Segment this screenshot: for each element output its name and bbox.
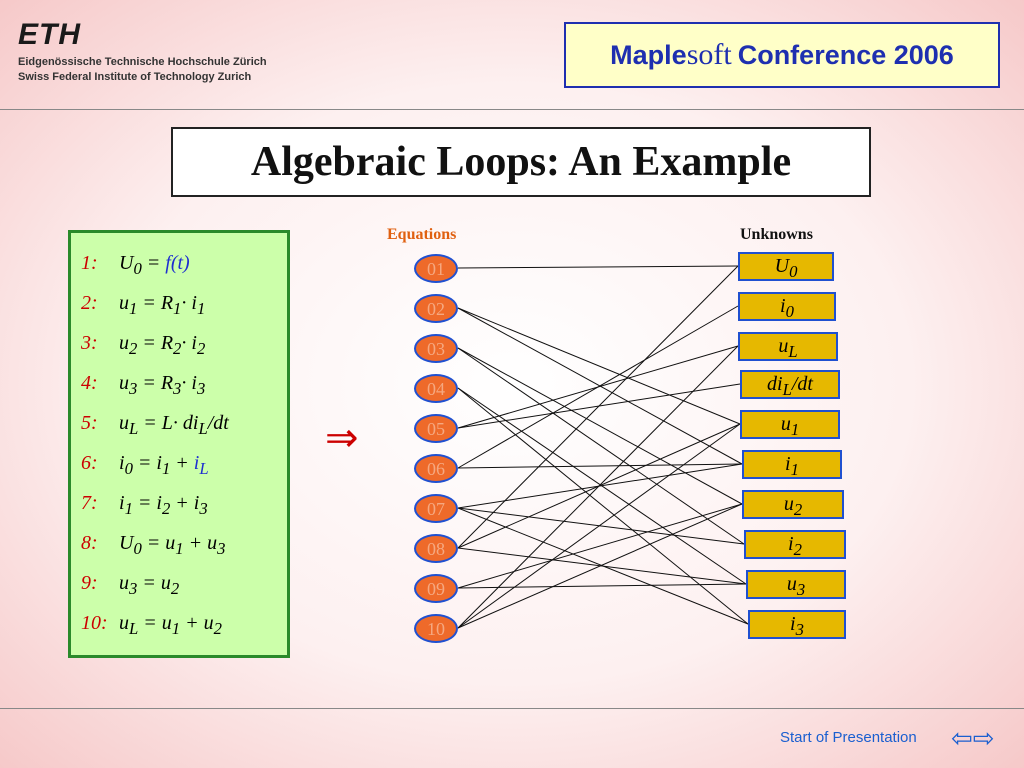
edge-6-6 (457, 463, 743, 469)
equation-4: 4:u3 = R3· i3 (81, 372, 206, 398)
equations-heading: Equations (387, 226, 457, 243)
back-arrow-icon[interactable]: ⇦ (951, 724, 973, 754)
equation-number: 1: (81, 252, 98, 274)
unknown-box-2: i0 (738, 292, 836, 321)
equation-node-10: 10 (414, 614, 458, 643)
equation-number: 3: (81, 332, 98, 354)
equation-3: 3:u2 = R2· i2 (81, 332, 206, 358)
edge-1-1 (457, 265, 739, 269)
equation-node-02: 02 (414, 294, 458, 323)
equation-node-03: 03 (414, 334, 458, 363)
equation-node-09: 09 (414, 574, 458, 603)
edge-7-8 (457, 507, 745, 545)
edge-3-7 (457, 347, 743, 505)
equation-node-06: 06 (414, 454, 458, 483)
equation-10: 10:uL = u1 + u2 (81, 612, 222, 638)
unknown-box-6: i1 (742, 450, 842, 479)
edge-2-5 (457, 307, 741, 425)
unknowns-heading: Unknowns (740, 226, 813, 243)
eth-subtitle-en: Swiss Federal Institute of Technology Zu… (18, 71, 252, 83)
unknown-box-1: U0 (738, 252, 834, 281)
unknown-box-3: uL (738, 332, 838, 361)
equation-2: 2:u1 = R1· i1 (81, 292, 206, 318)
equation-number: 8: (81, 532, 98, 554)
unknown-box-5: u1 (740, 410, 840, 439)
edge-9-9 (457, 583, 747, 589)
edge-3-8 (457, 347, 745, 545)
equation-node-08: 08 (414, 534, 458, 563)
edge-10-7 (457, 503, 743, 629)
equation-1: 1:U0 = f(t) (81, 252, 190, 278)
unknown-box-8: i2 (744, 530, 846, 559)
equation-number: 10: (81, 612, 108, 634)
unknown-box-7: u2 (742, 490, 844, 519)
unknown-box-4: diL/dt (740, 370, 840, 399)
edge-4-10 (457, 387, 749, 625)
implies-arrow: ⇒ (325, 415, 359, 460)
equation-number: 9: (81, 572, 98, 594)
eth-subtitle-de: Eidgenössische Technische Hochschule Zür… (18, 56, 267, 68)
equation-node-05: 05 (414, 414, 458, 443)
equation-9: 9:u3 = u2 (81, 572, 180, 598)
nav-arrows: ⇦⇨ (951, 726, 995, 752)
equation-7: 7:i1 = i2 + i3 (81, 492, 208, 518)
equations-box: 1:U0 = f(t) 2:u1 = R1· i1 3:u2 = R2· i2 4:u… (68, 230, 290, 658)
conference-soft: soft (686, 38, 732, 71)
start-of-presentation-link[interactable]: Start of Presentation (780, 729, 917, 746)
equation-number: 4: (81, 372, 98, 394)
conference-title: Conference 2006 (737, 39, 954, 70)
eth-logo: ETH (18, 18, 81, 51)
equation-number: 5: (81, 412, 98, 434)
edge-10-5 (457, 423, 741, 629)
equation-6: 6:i0 = i1 + iL (81, 452, 209, 478)
unknown-box-9: u3 (746, 570, 846, 599)
edge-9-7 (457, 503, 743, 589)
equation-5: 5:uL = L· diL/dt (81, 412, 229, 438)
slide-title: Algebraic Loops: An Example (171, 127, 871, 197)
equation-number: 7: (81, 492, 98, 514)
edge-8-1 (457, 265, 739, 549)
edge-6-2 (457, 305, 739, 469)
unknown-box-10: i3 (748, 610, 846, 639)
equation-node-01: 01 (414, 254, 458, 283)
footer-divider (0, 708, 1024, 709)
forward-arrow-icon[interactable]: ⇨ (972, 724, 995, 754)
conference-maple: Maple (610, 39, 687, 70)
equation-8: 8:U0 = u1 + u3 (81, 532, 226, 558)
edge-10-3 (457, 345, 739, 629)
header-divider (0, 109, 1024, 110)
equation-number: 6: (81, 452, 98, 474)
equation-node-04: 04 (414, 374, 458, 403)
equation-number: 2: (81, 292, 98, 314)
edge-8-9 (457, 547, 747, 585)
equation-node-07: 07 (414, 494, 458, 523)
